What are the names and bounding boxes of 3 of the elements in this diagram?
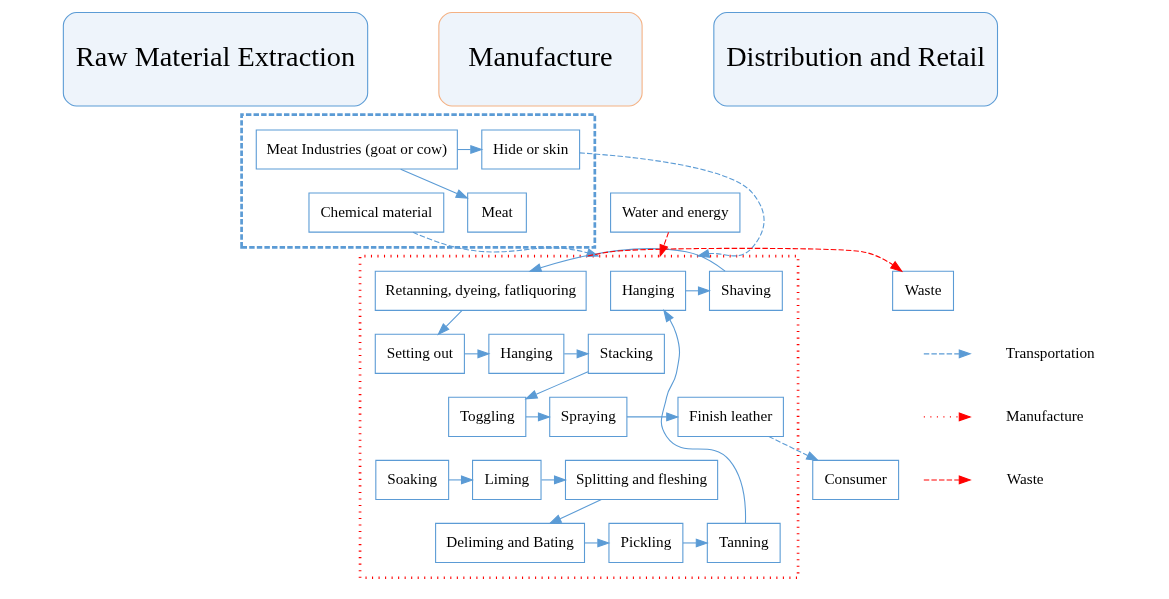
legend-label: Manufacture [1005,406,1084,424]
legend-label: Waste [1006,469,1044,487]
legend-label: Transportation [1005,343,1095,361]
